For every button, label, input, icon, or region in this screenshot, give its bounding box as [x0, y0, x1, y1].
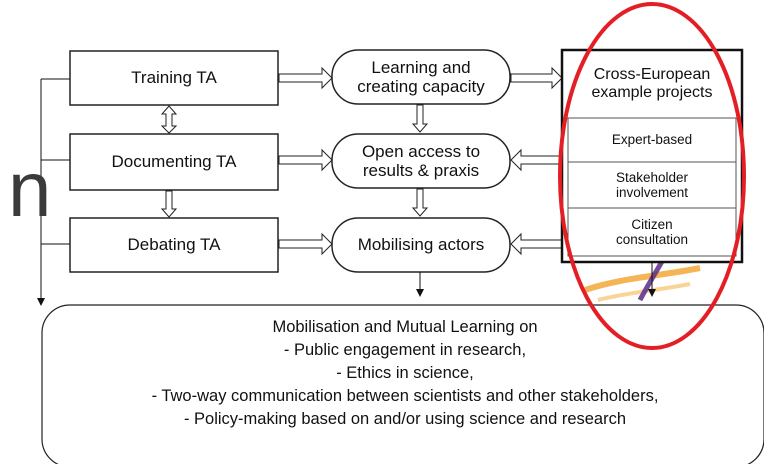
citizen-box	[567, 207, 737, 257]
expert-based-label: Expert-based	[611, 132, 693, 148]
mobilising-actors-box	[331, 217, 511, 273]
background-text-fragment: n	[8, 145, 52, 233]
open-access-box	[331, 133, 511, 189]
debating-ta-box	[69, 217, 279, 273]
hollow-arrow-projects-openaccess	[510, 148, 563, 172]
hollow-arrow-documenting-debating	[160, 190, 178, 218]
mml-line: - Policy-making based on and/or using sc…	[183, 410, 627, 428]
hollow-arrow-learning-projects	[510, 66, 563, 90]
training-ta-label: Training TA	[131, 68, 217, 88]
hollow-arrow-documenting-openaccess	[278, 148, 333, 172]
debating-ta-label: Debating TA	[127, 235, 221, 255]
mobilising-actors-label: Mobilising actors	[357, 235, 485, 255]
mml-heading: Mobilisation and Mutual Learning on	[272, 318, 538, 336]
stakeholder-box	[567, 161, 737, 209]
mml-line: - Two-way communication between scientis…	[151, 387, 659, 405]
logo-swoosh-orange	[584, 265, 701, 293]
training-ta-box	[69, 50, 279, 106]
documenting-ta-box	[69, 133, 279, 191]
open-access-label: Open access to results & praxis	[361, 141, 481, 180]
hollow-arrow-debating-mobilising	[278, 232, 333, 256]
hollow-arrow-openaccess-mobilising	[411, 188, 429, 217]
documenting-ta-label: Documenting TA	[111, 152, 237, 172]
hollow-arrow-training-learning	[278, 66, 333, 90]
learning-capacity-label: Learning and creating capacity	[357, 57, 485, 96]
mml-line: - Ethics in science,	[336, 364, 474, 382]
mml-text: Mobilisation and Mutual Learning on - Pu…	[60, 316, 750, 431]
stakeholder-label: Stakeholder involvement	[615, 169, 689, 200]
double-arrow-training-documenting	[160, 105, 178, 134]
learning-capacity-box	[331, 49, 511, 105]
citizen-label: Citizen consultation	[615, 216, 689, 247]
mml-box	[41, 304, 764, 464]
mml-line: - Public engagement in research,	[283, 341, 527, 359]
hollow-arrow-projects-mobilising	[510, 232, 563, 256]
projects-title: Cross-European example projects	[591, 66, 713, 101]
hollow-arrow-learning-openaccess	[411, 104, 429, 133]
highlight-ellipse	[558, 2, 746, 350]
